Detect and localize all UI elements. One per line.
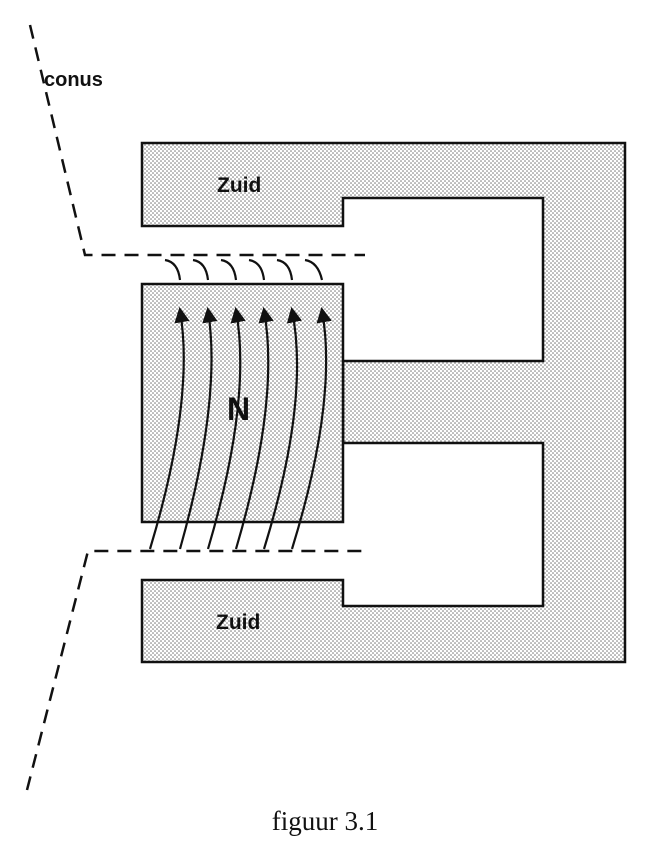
field-line xyxy=(290,306,332,550)
field-line-hook xyxy=(220,258,238,281)
south-yoke xyxy=(140,141,627,664)
field-line xyxy=(206,306,246,550)
field-line xyxy=(262,306,302,550)
figure-caption: figuur 3.1 xyxy=(272,806,378,836)
cone-outline-bottom xyxy=(25,549,365,791)
field-line-hook xyxy=(276,258,294,281)
field-lines xyxy=(148,306,332,550)
south-pole-bottom-label: Zuid xyxy=(216,611,260,634)
field-line xyxy=(178,306,218,550)
field-line xyxy=(148,306,190,550)
field-line-hook xyxy=(164,258,182,281)
cone-outline-top xyxy=(28,24,365,257)
field-line-hook xyxy=(248,258,266,281)
cone-label: conus xyxy=(44,69,103,91)
field-line xyxy=(234,306,274,550)
field-line-hooks xyxy=(164,258,324,281)
north-pole-label: N xyxy=(227,391,250,427)
field-line-hook xyxy=(192,258,210,281)
south-pole-top-label: Zuid xyxy=(217,174,261,197)
field-line-hook xyxy=(304,258,324,281)
